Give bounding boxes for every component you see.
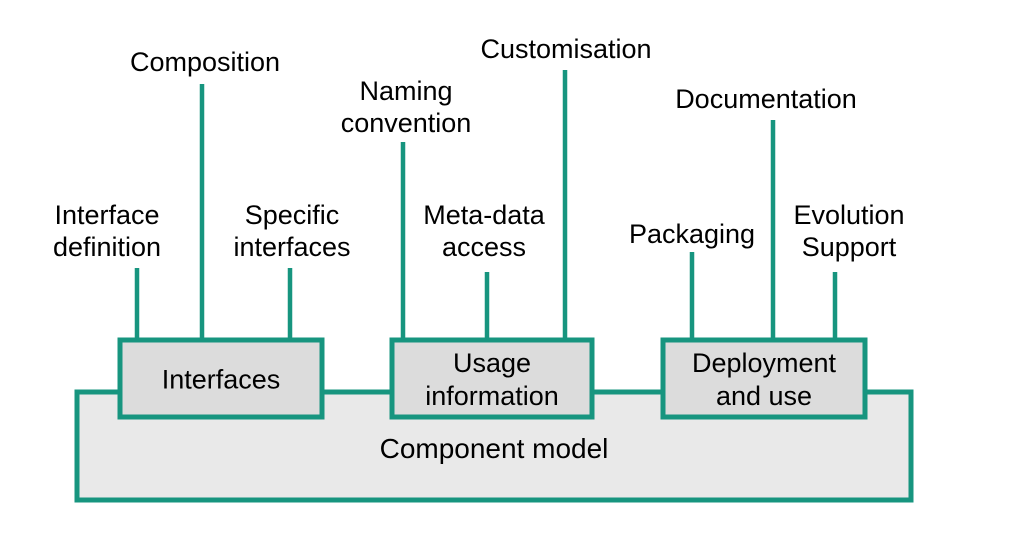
box-rect-interfaces bbox=[117, 337, 325, 420]
attribute-text-evolution-support-line-0: Evolution bbox=[793, 200, 904, 230]
box-rect-usage-information bbox=[389, 337, 595, 420]
attribute-text-evolution-support-line-1: Support bbox=[802, 232, 897, 262]
box-label-deployment-and-use-line-0: Deployment bbox=[692, 348, 837, 378]
box-label-usage-information-line-1: information bbox=[425, 381, 559, 411]
attribute-text-specific-interfaces-line-0: Specific bbox=[245, 200, 340, 230]
attribute-label-composition: Composition bbox=[130, 47, 280, 77]
attribute-text-interface-definition-line-0: Interface bbox=[54, 200, 159, 230]
attribute-text-meta-data-access-line-1: access bbox=[442, 232, 526, 262]
attribute-label-packaging: Packaging bbox=[629, 219, 755, 249]
connector-line-group bbox=[134, 70, 838, 341]
attribute-label-customisation: Customisation bbox=[480, 34, 651, 64]
attribute-label-documentation: Documentation bbox=[675, 84, 857, 114]
box-rect-deployment-and-use bbox=[660, 337, 868, 420]
attribute-text-composition-line-0: Composition bbox=[130, 47, 280, 77]
box-label-usage-information-line-0: Usage bbox=[453, 348, 531, 378]
box-label-deployment-and-use-line-1: and use bbox=[716, 381, 812, 411]
box-label-interfaces-line-0: Interfaces bbox=[162, 365, 281, 395]
attribute-text-customisation-line-0: Customisation bbox=[480, 34, 651, 64]
base-box-label: Component model bbox=[380, 433, 609, 464]
attribute-text-documentation-line-0: Documentation bbox=[675, 84, 857, 114]
attribute-text-packaging-line-0: Packaging bbox=[629, 219, 755, 249]
attribute-text-naming-convention-line-0: Naming bbox=[359, 76, 452, 106]
attribute-text-specific-interfaces-line-1: interfaces bbox=[233, 232, 350, 262]
attribute-text-naming-convention-line-1: convention bbox=[341, 108, 472, 138]
attribute-text-meta-data-access-line-0: Meta-data bbox=[423, 200, 546, 230]
base-box-label-group: Component model bbox=[380, 433, 609, 464]
component-box-interfaces: Interfaces bbox=[117, 337, 325, 420]
attribute-text-interface-definition-line-1: definition bbox=[53, 232, 161, 262]
